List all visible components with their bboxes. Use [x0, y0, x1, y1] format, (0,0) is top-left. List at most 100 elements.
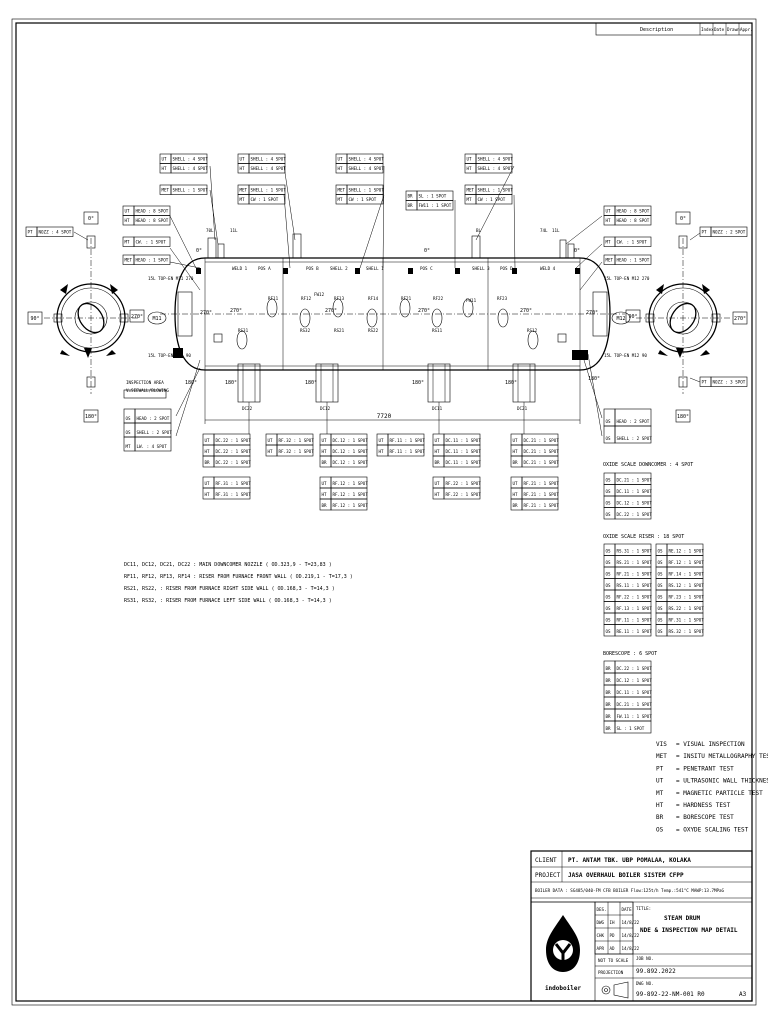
manhole-flange-right	[592, 291, 608, 337]
spot-count: RS.11 : 1 SPOT	[617, 583, 653, 588]
method-code: HT	[240, 166, 246, 171]
method-code: UT	[125, 209, 131, 214]
riser-tag: RF11	[268, 296, 279, 301]
spot-count: DC.22 : 1 SPOT	[617, 666, 653, 671]
length-dimension: 7720	[377, 413, 392, 420]
spot-count: RF.14 : 1 SPOT	[669, 572, 705, 577]
rev-header-description: Description	[640, 27, 673, 33]
spot-count: DC.21 : 1 SPOT	[524, 449, 560, 454]
method-code: BR	[606, 714, 612, 719]
angle-label: 270°	[325, 308, 337, 314]
spot-count: RF.12 : 1 SPOT	[333, 503, 369, 508]
spot-count: DC.11 : 1 SPOT	[446, 438, 482, 443]
spot-count: SL : 1 SPOT	[419, 194, 447, 199]
signature-cell: AD	[610, 946, 616, 951]
angle-label: 180°	[505, 380, 517, 386]
nozzle-tag: 11L	[552, 228, 560, 233]
method-code: HT	[379, 449, 385, 454]
method-code: HT	[513, 449, 519, 454]
method-code: BR	[513, 503, 519, 508]
downcomer-tag: DC21	[517, 406, 528, 411]
spot-count: RF.21 : 1 SPOT	[617, 572, 653, 577]
spot-count: RE.11 : 1 SPOT	[617, 629, 653, 634]
riser-tag: RS12	[527, 328, 538, 333]
spot-count: NOZZ : 3 SPOT	[713, 380, 746, 385]
method-code: UT	[435, 481, 441, 486]
spot-count: DC.11 : 1 SPOT	[446, 460, 482, 465]
downcomer-tag: DC11	[432, 406, 443, 411]
spot-count: RF.21 : 1 SPOT	[524, 481, 560, 486]
drawing-frame	[15, 22, 753, 1002]
signature-cell: DES.	[597, 907, 607, 912]
view-angle: 90°	[628, 314, 637, 320]
view-angle: 270°	[734, 316, 746, 322]
note-line: RF11, RF12, RF13, RF14 : RISER FROM FURN…	[124, 574, 353, 580]
spot-count: RF.22 : 1 SPOT	[446, 481, 482, 486]
method-code: BR	[606, 666, 612, 671]
project-value: JASA OVERHAUL BOILER SISTEM CFPP	[568, 872, 684, 879]
spot-count: CW. : 1 SPOT	[136, 240, 167, 245]
method-code: HT	[513, 492, 519, 497]
manhole-note: 15L TOP-EN M11 270	[148, 276, 194, 281]
manhole-note: 15L TOP-EN M12 270	[604, 276, 650, 281]
angle-label: 270°	[586, 310, 598, 316]
method-code: OS	[606, 606, 612, 611]
revision-block: Description Index Date Drawn Appr.	[595, 22, 753, 36]
signature-cell: DWG	[597, 920, 605, 925]
legend-code: MET	[656, 753, 667, 760]
nozzle-notes: DC11, DC12, DC21, DC22 : MAIN DOWNCOMER …	[124, 562, 353, 604]
method-code: UT	[379, 438, 385, 443]
spot-count: RF.31 : 1 SPOT	[216, 492, 252, 497]
method-code: HT	[125, 218, 131, 223]
method-code: OS	[126, 430, 132, 435]
method-code: MT	[338, 197, 344, 202]
method-code: MET	[467, 188, 475, 193]
method-code: BR	[606, 702, 612, 707]
spot-count: DC.21 : 1 SPOT	[617, 478, 653, 483]
signature-cell: CHK	[597, 933, 605, 938]
nozzle-tag: BL	[476, 228, 482, 233]
spot-count: DC.11 : 1 SPOT	[617, 489, 653, 494]
method-code: MT	[126, 444, 132, 449]
manhole-badge-left	[147, 311, 167, 325]
method-code: HT	[322, 449, 328, 454]
spot-count: RF.12 : 1 SPOT	[669, 560, 705, 565]
method-code: UT	[435, 438, 441, 443]
spot-count: RF.31 : 1 SPOT	[216, 481, 252, 486]
end-view-right: 0° 180° 90° 270°	[625, 211, 748, 423]
method-code: PT	[702, 230, 708, 235]
method-code: HT	[606, 218, 612, 223]
view-angle: 90°	[30, 316, 39, 322]
job-no: 99.892.2022	[636, 968, 676, 975]
spot-count: DC.11 : 1 SPOT	[446, 449, 482, 454]
client-value: PT. ANTAM TBK. UBP POMALAA, KOLAKA	[568, 857, 691, 864]
spot-count: RF.11 : 1 SPOT	[390, 449, 426, 454]
note-line: INSPECTION AREA	[126, 380, 164, 385]
legend-meaning: = MAGNETIC PARTICLE TEST	[676, 790, 763, 797]
legend-code: BR	[656, 814, 664, 821]
weld-label: POS A	[258, 266, 271, 271]
legend-code: OS	[656, 826, 664, 833]
spot-count: CW : 1 SPOT	[478, 197, 506, 202]
rev-header-index: Index	[701, 27, 714, 32]
dwg-no: 99-892-22-NM-001 R0	[636, 991, 705, 998]
method-code: OS	[606, 595, 612, 600]
manhole-tag: M11	[152, 316, 161, 322]
method-code: PT	[702, 380, 708, 385]
angle-label: 0°	[574, 248, 580, 254]
spot-count: CW : 1 SPOT	[251, 197, 279, 202]
method-code: MET	[240, 188, 248, 193]
nozzle-tag: FW11	[466, 298, 477, 303]
method-code: BR	[435, 460, 441, 465]
oxide-riser-title: OXIDE SCALE RISER : 18 SPOT	[603, 534, 684, 540]
method-code: BR	[322, 503, 328, 508]
